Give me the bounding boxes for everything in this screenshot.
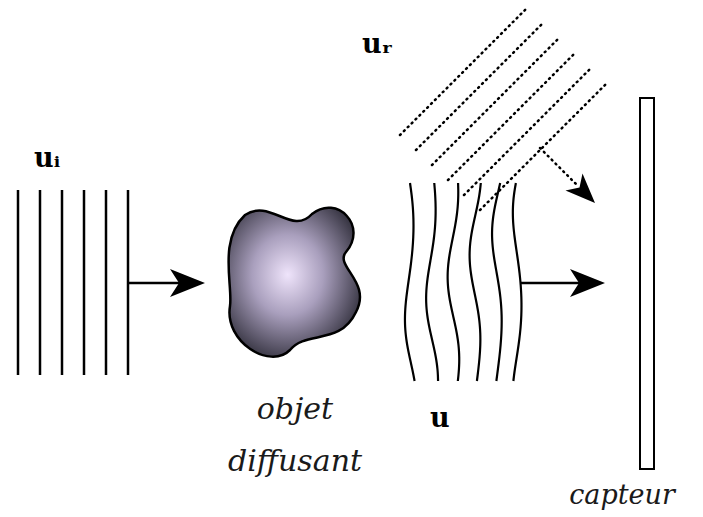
incident-wavefronts — [18, 190, 128, 375]
wavefront — [405, 183, 415, 381]
wave-symbol: uᵣ — [362, 28, 393, 60]
wavefront — [448, 183, 460, 381]
propagation-arrow — [520, 282, 585, 285]
blob-outline — [220, 195, 370, 360]
arrow-head — [566, 174, 596, 204]
wave-symbol: u — [430, 402, 450, 434]
reference-arrow — [540, 148, 578, 186]
wavefront — [492, 183, 502, 381]
reference-wavefronts — [400, 7, 608, 210]
scattering-object: objet diffusant — [220, 195, 370, 360]
node-label: capteur — [544, 479, 700, 511]
wavefront — [480, 82, 608, 210]
wavefront — [432, 37, 560, 165]
blob-shape — [229, 208, 360, 357]
wave-symbol: uᵢ — [34, 142, 60, 174]
arrow-head — [170, 269, 205, 297]
wavefront — [470, 183, 481, 381]
wavefront — [416, 22, 544, 150]
node-label: objet diffusant — [195, 383, 395, 487]
wavefront — [400, 7, 528, 135]
propagation-arrow — [128, 282, 185, 285]
scattered-wavefronts — [405, 183, 522, 381]
arrow-head — [570, 269, 605, 297]
wavefront — [426, 183, 438, 381]
wavefront — [464, 67, 592, 195]
sensor-plate: capteur — [639, 97, 655, 470]
wavefront — [448, 52, 576, 180]
